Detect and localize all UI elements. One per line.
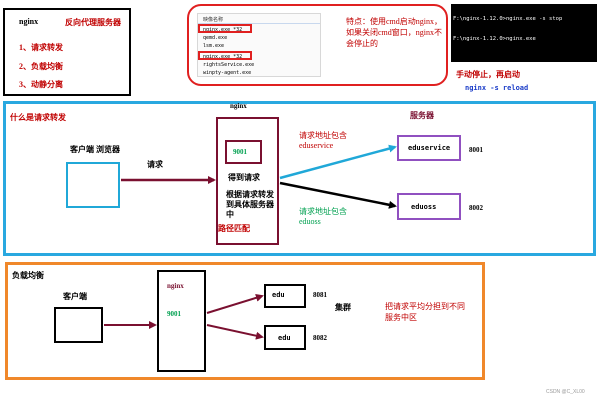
terminal-window: F:\nginx-1.12.0>nginx.exe -s stop F:\ngi… — [451, 4, 597, 62]
servers-label: 服务器 — [410, 111, 434, 120]
server-eduoss-box: eduoss — [397, 193, 461, 220]
lb-node-2-box: edu — [264, 325, 306, 350]
intro-subtitle: 反向代理服务器 — [65, 18, 121, 27]
lb-node-2-label: edu — [278, 334, 291, 342]
forward-desc-1: 得到请求 — [228, 173, 260, 182]
lb-section — [5, 262, 485, 380]
process-row: lsm.exe — [203, 43, 225, 49]
lb-node-1-box: edu — [264, 284, 306, 308]
terminal-line: F:\nginx-1.12.0>nginx.exe — [453, 36, 536, 42]
restart-command: nginx -s reload — [465, 84, 529, 92]
lb-port-1: 8081 — [313, 291, 327, 299]
server-eduservice-box: eduservice — [397, 135, 461, 161]
nginx-to-eduoss-arrow — [279, 181, 397, 209]
process-row: winpty-agent.exe — [203, 70, 252, 76]
server-port-2: 8002 — [469, 204, 483, 212]
lb-port-2: 8082 — [313, 334, 327, 342]
lb-node-1-label: edu — [272, 291, 285, 299]
forward-client-label: 客户端 浏览器 — [70, 145, 120, 154]
process-list: 映像名称 nginx.exe *32 qemd.exe lsm.exe ngin… — [197, 13, 321, 77]
forward-request-label: 请求 — [147, 160, 163, 169]
lb-port: 9001 — [167, 310, 181, 318]
process-list-header-line — [198, 23, 320, 24]
nginx-row-highlight — [198, 24, 252, 33]
forward-port-box: 9001 — [225, 140, 262, 164]
lb-client-label: 客户端 — [63, 292, 87, 301]
process-row: nginx.exe *32 — [203, 27, 243, 33]
server-eduservice-label: eduservice — [408, 144, 451, 152]
forward-desc-3: 路径匹配 — [218, 224, 250, 233]
nginx-to-eduservice-arrow — [279, 144, 397, 180]
client-box — [66, 162, 120, 208]
process-row: qemd.exe — [203, 35, 228, 41]
restart-label: 手动停止，再启动 — [456, 70, 520, 79]
process-list-header: 映像名称 — [203, 17, 224, 23]
route-1-label: 请求地址包含eduservice — [299, 131, 347, 150]
lb-desc: 把请求平均分担到不同服务中区 — [385, 302, 465, 322]
intro-title: nginx — [19, 17, 39, 26]
lb-cluster-label: 集群 — [335, 303, 351, 312]
lb-client-box — [54, 307, 103, 343]
lb-nginx-to-node-2-arrow — [206, 324, 264, 340]
lb-nginx-to-node-1-arrow — [206, 293, 264, 314]
process-row: rightsService.exe — [203, 62, 255, 68]
forward-port: 9001 — [233, 148, 247, 156]
forward-nginx-box — [216, 117, 279, 245]
forward-section-title: 什么是请求转发 — [10, 113, 66, 122]
lb-section-title: 负载均衡 — [12, 271, 44, 280]
lb-nginx-label: nginx — [167, 282, 184, 290]
forward-nginx-label: nginx — [230, 102, 247, 110]
server-eduoss-label: eduoss — [411, 203, 437, 211]
watermark: CSDN @C_XL00 — [546, 389, 585, 395]
intro-item-1: 1、请求转发 — [19, 43, 63, 52]
intro-box: nginx 反向代理服务器 1、请求转发 2、负载均衡 3、动静分离 — [3, 8, 131, 96]
forward-desc-2: 根据请求转发到具体服务器中 — [226, 190, 274, 219]
lb-nginx-box: nginx 9001 — [157, 270, 206, 372]
process-row: nginx.exe *32 — [203, 54, 243, 60]
note-text: 特点：使用cmd启动nginx，如果关闭cmd窗口，nginx不会停止的 — [346, 17, 442, 48]
nginx-row-highlight — [198, 51, 252, 60]
server-port-1: 8001 — [469, 146, 483, 154]
forward-section — [3, 101, 596, 256]
intro-item-2: 2、负载均衡 — [19, 62, 63, 71]
terminal-line: F:\nginx-1.12.0>nginx.exe -s stop — [453, 16, 563, 22]
note-box — [187, 4, 448, 86]
route-2-label: 请求地址包含eduoss — [299, 207, 347, 226]
intro-item-3: 3、动静分离 — [19, 80, 63, 89]
